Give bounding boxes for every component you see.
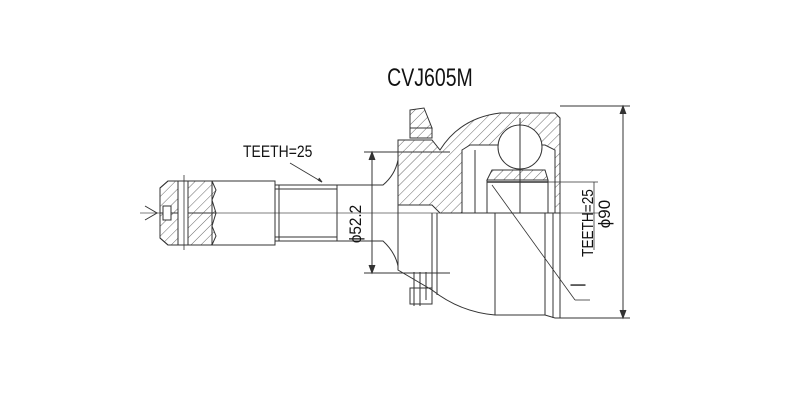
bell-diameter-label: ϕ90 <box>595 199 614 229</box>
shaft-teeth-label: TEETH=25 <box>243 142 313 161</box>
dim-90 <box>560 104 630 320</box>
flange-diameter-label: ϕ52.2 <box>346 204 365 244</box>
splined-shaft <box>274 162 338 242</box>
shaft-end <box>144 175 276 250</box>
bell-housing-lower <box>397 213 561 319</box>
part-number-title: CVJ605M <box>387 64 473 92</box>
abs-marker-label: | <box>569 282 586 288</box>
boot-ring <box>409 107 433 306</box>
bell-housing-upper <box>397 112 561 214</box>
